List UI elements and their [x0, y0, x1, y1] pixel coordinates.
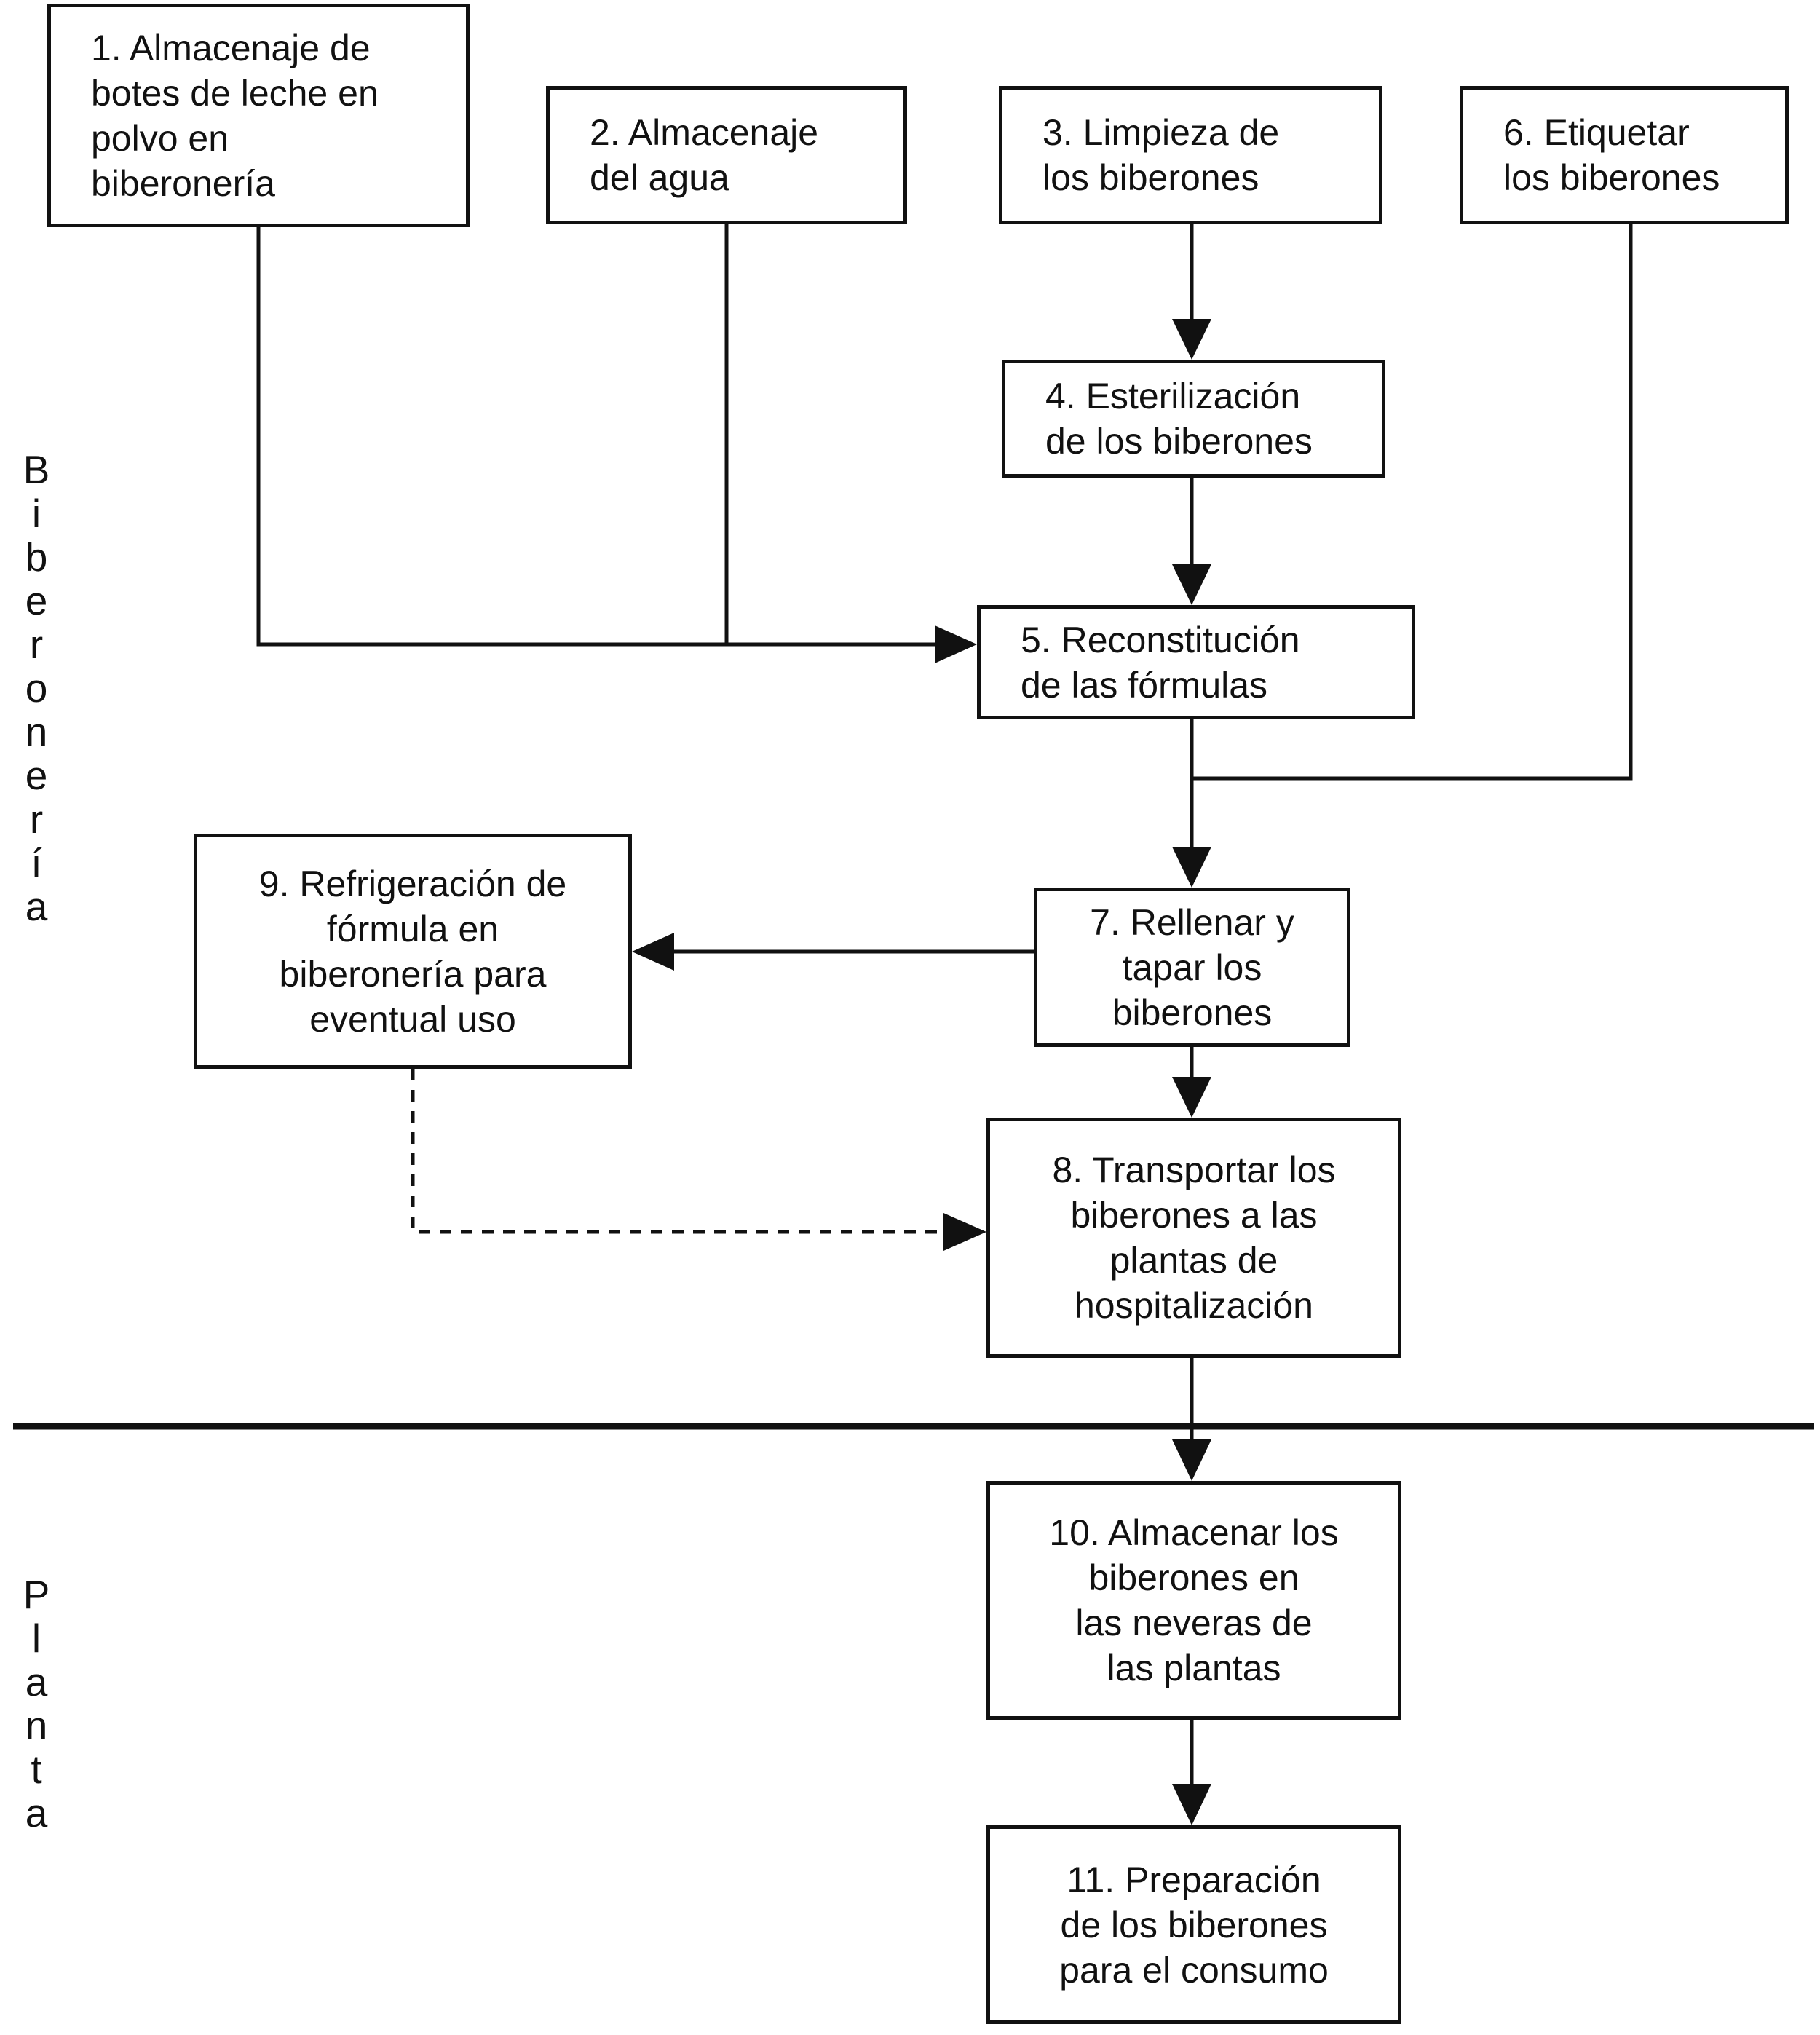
connector-node6-join — [1192, 224, 1633, 781]
node-11-preparacion-consumo: 11. Preparación de los biberones para el… — [986, 1825, 1401, 2024]
arrowhead-into-node5-top — [1172, 564, 1211, 605]
section-label-planta: P l a n t a — [23, 1572, 50, 1836]
arrowhead-into-node9 — [632, 933, 674, 971]
arrowhead-into-node5 — [935, 625, 977, 663]
connector-node9-to-node8-dashed — [411, 1069, 943, 1234]
arrowhead-into-node4 — [1172, 319, 1211, 360]
section-label-biberoneria: B i b e r o n e r í a — [23, 447, 50, 929]
node-1-almacenaje-leche: 1. Almacenaje de botes de leche en polvo… — [47, 4, 470, 227]
arrowhead-into-node10 — [1172, 1439, 1211, 1481]
node-8-transportar: 8. Transportar los biberones a las plant… — [986, 1118, 1401, 1358]
node-2-almacenaje-agua: 2. Almacenaje del agua — [546, 86, 907, 224]
node-3-limpieza: 3. Limpieza de los biberones — [999, 86, 1382, 224]
arrowhead-into-node11 — [1172, 1784, 1211, 1825]
node-7-rellenar-tapar: 7. Rellenar y tapar los biberones — [1034, 888, 1350, 1047]
node-6-etiquetar: 6. Etiquetar los biberones — [1460, 86, 1789, 224]
node-9-refrigeracion: 9. Refrigeración de fórmula en biberoner… — [194, 834, 632, 1069]
arrowhead-into-node7 — [1172, 847, 1211, 888]
arrowhead-into-node8-left — [943, 1213, 986, 1251]
connector-node1-to-node5 — [256, 227, 935, 647]
arrowhead-into-node8 — [1172, 1077, 1211, 1118]
node-5-reconstitucion: 5. Reconstitución de las fórmulas — [977, 605, 1415, 719]
node-10-almacenar-neveras: 10. Almacenar los biberones en las never… — [986, 1481, 1401, 1720]
node-4-esterilizacion: 4. Esterilización de los biberones — [1002, 360, 1385, 478]
